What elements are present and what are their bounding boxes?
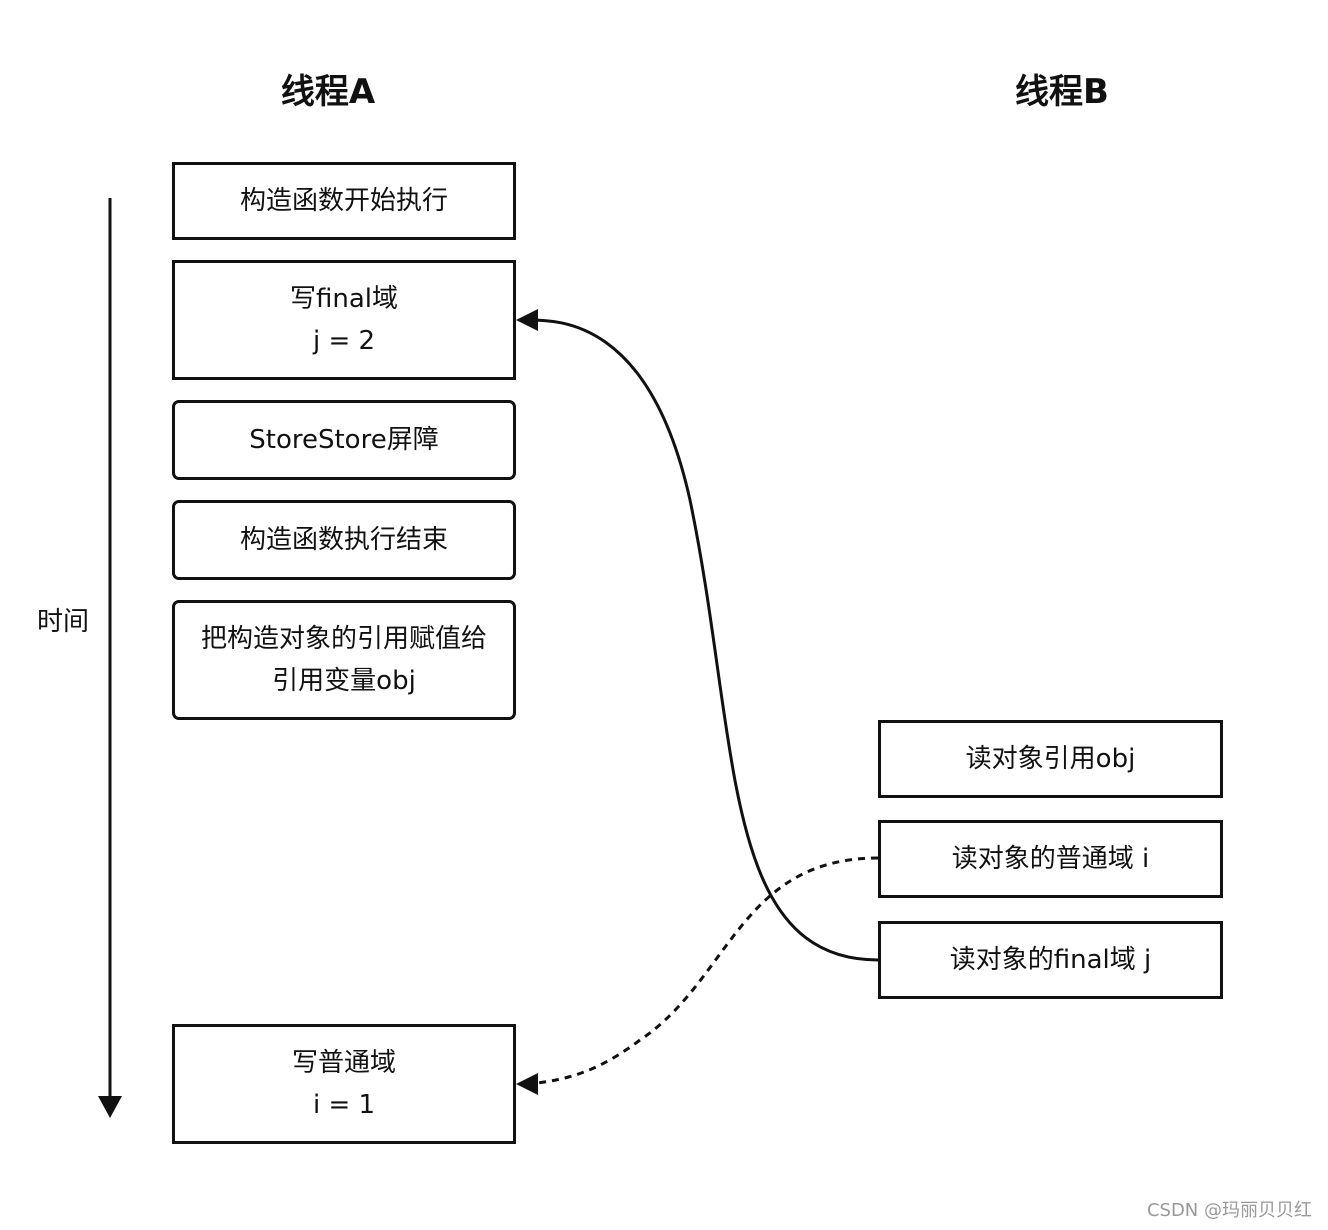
final-field-arrowhead	[516, 309, 538, 331]
step-text: 读对象的普通域 i	[951, 844, 1150, 874]
thread-a-step-write-final-field: 写final域 j = 2	[172, 260, 516, 380]
time-axis-label: 时间	[36, 607, 89, 637]
step-text: 引用变量obj	[272, 666, 416, 696]
thread-b-title: 线程B	[1015, 72, 1109, 112]
normal-field-arrowhead	[516, 1073, 538, 1095]
final-field-arrow	[527, 318, 879, 962]
watermark: CSDN @玛丽贝贝红	[1146, 1200, 1312, 1221]
step-text: 读对象引用obj	[965, 744, 1136, 774]
thread-b-step-read-reference: 读对象引用obj	[878, 720, 1223, 798]
step-text: j = 2	[312, 326, 376, 356]
step-text: 写普通域	[291, 1048, 396, 1078]
thread-a-step-constructor-end: 构造函数执行结束	[172, 500, 516, 580]
step-text: 把构造对象的引用赋值给	[200, 624, 487, 654]
thread-a-step-constructor-start: 构造函数开始执行	[172, 162, 516, 240]
thread-a-step-write-normal-field: 写普通域 i = 1	[172, 1024, 516, 1144]
normal-field-arrow	[527, 856, 879, 1086]
thread-b-step-read-final-field: 读对象的final域 j	[878, 921, 1223, 999]
step-text: 构造函数执行结束	[239, 525, 448, 555]
thread-a-title: 线程A	[280, 72, 376, 112]
step-text: 构造函数开始执行	[239, 186, 448, 216]
step-text: 读对象的final域 j	[949, 945, 1152, 975]
thread-a-step-storestore-barrier: StoreStore屏障	[172, 400, 516, 480]
thread-a-step-assign-reference: 把构造对象的引用赋值给 引用变量obj	[172, 600, 516, 720]
thread-b-step-read-normal-field: 读对象的普通域 i	[878, 820, 1223, 898]
step-text: i = 1	[312, 1090, 376, 1120]
time-axis-arrowhead	[98, 1096, 122, 1118]
step-text: StoreStore屏障	[249, 425, 439, 455]
step-text: 写final域	[289, 284, 398, 314]
